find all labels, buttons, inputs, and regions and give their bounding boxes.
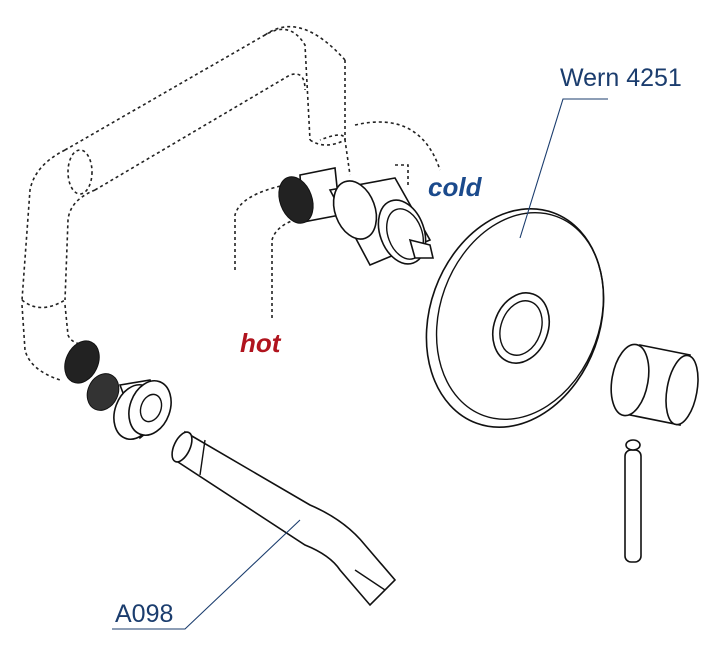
leader-line-spout [112, 519, 301, 630]
hot-label: hot [240, 328, 281, 358]
handle [610, 343, 699, 563]
spout [171, 430, 397, 607]
mixer-model-label: Wern 4251 [560, 64, 682, 92]
concealed-pipework [21, 25, 441, 381]
mixer-body [278, 167, 435, 267]
spout-connectors [64, 340, 172, 440]
leader-line-mixer [519, 98, 608, 239]
cover-plate [425, 208, 605, 428]
spout-model-label: A098 [115, 600, 174, 628]
cold-label: cold [428, 172, 482, 202]
